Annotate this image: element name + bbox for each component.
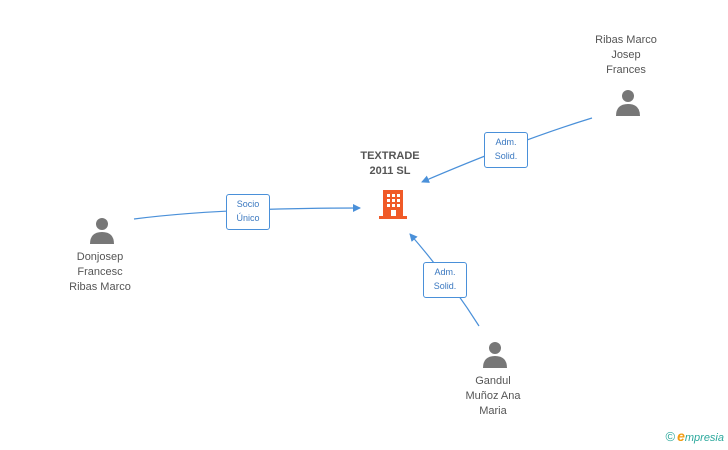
- company-name-line-1: TEXTRADE: [360, 150, 420, 162]
- company-name-line-2: 2011 SL: [369, 165, 411, 177]
- person-name-line: Frances: [606, 64, 646, 76]
- brand-logo-text: mpresia: [684, 432, 724, 444]
- person-name-line: Francesc: [77, 266, 123, 278]
- relation-label-line: Adm.: [434, 267, 456, 277]
- person-icon[interactable]: [88, 216, 116, 244]
- person-name-donjosep[interactable]: Donjosep Francesc Ribas Marco: [50, 250, 150, 295]
- relation-label-line: Solid.: [433, 281, 457, 291]
- person-name-gandul[interactable]: Gandul Muñoz Ana Maria: [443, 374, 543, 419]
- person-name-line: Muñoz Ana: [465, 390, 521, 402]
- person-icon[interactable]: [614, 88, 642, 116]
- person-name-line: Ribas Marco: [69, 281, 131, 293]
- company-building-icon[interactable]: [377, 188, 409, 220]
- person-name-line: Gandul: [475, 375, 511, 387]
- person-name-ribas-marco-josep[interactable]: Ribas Marco Josep Frances: [576, 33, 676, 78]
- relation-label-adm-solid-ribas[interactable]: Adm. Solid.: [484, 132, 528, 168]
- relation-label-socio-unico[interactable]: Socio Único: [226, 194, 270, 230]
- relation-label-line: Solid.: [494, 151, 518, 161]
- relation-label-line: Único: [236, 213, 260, 223]
- copyright-symbol: ©: [665, 429, 676, 444]
- person-name-line: Josep: [611, 49, 641, 61]
- relation-label-line: Adm.: [495, 137, 517, 147]
- relation-label-adm-solid-gandul[interactable]: Adm. Solid.: [423, 262, 467, 298]
- brand-logo-initial: e: [677, 428, 685, 444]
- person-name-line: Maria: [479, 405, 507, 417]
- company-name[interactable]: TEXTRADE 2011 SL: [340, 149, 440, 179]
- person-name-line: Ribas Marco: [595, 34, 657, 46]
- person-icon[interactable]: [481, 340, 509, 368]
- person-name-line: Donjosep: [76, 251, 124, 263]
- relation-label-line: Socio: [236, 199, 260, 209]
- empresia-brand: ©empresia: [665, 428, 724, 444]
